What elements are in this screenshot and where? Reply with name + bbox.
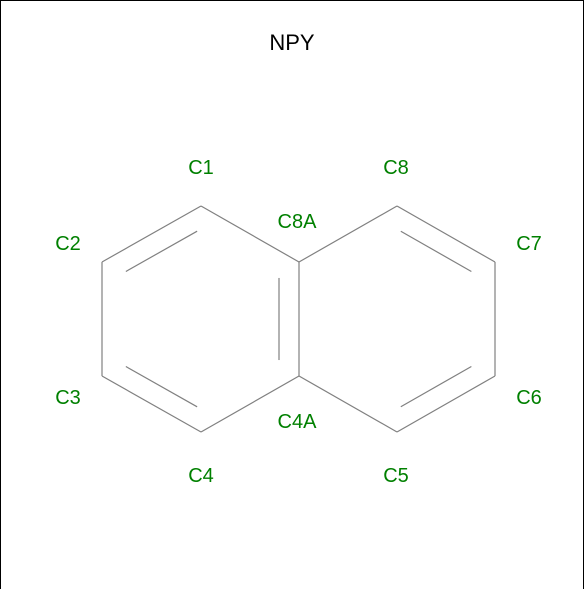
bond-C5-C6 (396, 375, 496, 433)
atom-label-c7: C7 (516, 233, 542, 255)
atom-label-c1: C1 (188, 157, 214, 179)
bond-C8-C8A (298, 205, 398, 263)
atom-label-c6: C6 (516, 387, 542, 409)
atom-label-c4: C4 (188, 465, 214, 487)
bond-C8A-C1 (200, 205, 300, 263)
bond-C4A-C5 (298, 375, 398, 433)
atom-label-c3: C3 (55, 387, 81, 409)
bond-inner-C3-C4 (125, 365, 198, 408)
bond-C1-C2 (101, 205, 202, 263)
bond-inner-C7-C8 (400, 230, 472, 273)
atom-label-c8: C8 (383, 157, 409, 179)
atom-label-c2: C2 (55, 233, 81, 255)
bond-C7-C8 (396, 205, 496, 263)
bond-inner-C5-C6 (400, 365, 472, 408)
atom-label-c5: C5 (383, 465, 409, 487)
atom-label-c8a: C8A (278, 211, 318, 233)
bond-layer (101, 205, 496, 433)
bond-inner-C1-C2 (125, 230, 198, 273)
bond-C4-C4A (200, 375, 300, 433)
bond-C3-C4 (101, 375, 202, 433)
atom-label-c4a: C4A (278, 411, 318, 433)
molecule-title: NPY (269, 30, 315, 55)
